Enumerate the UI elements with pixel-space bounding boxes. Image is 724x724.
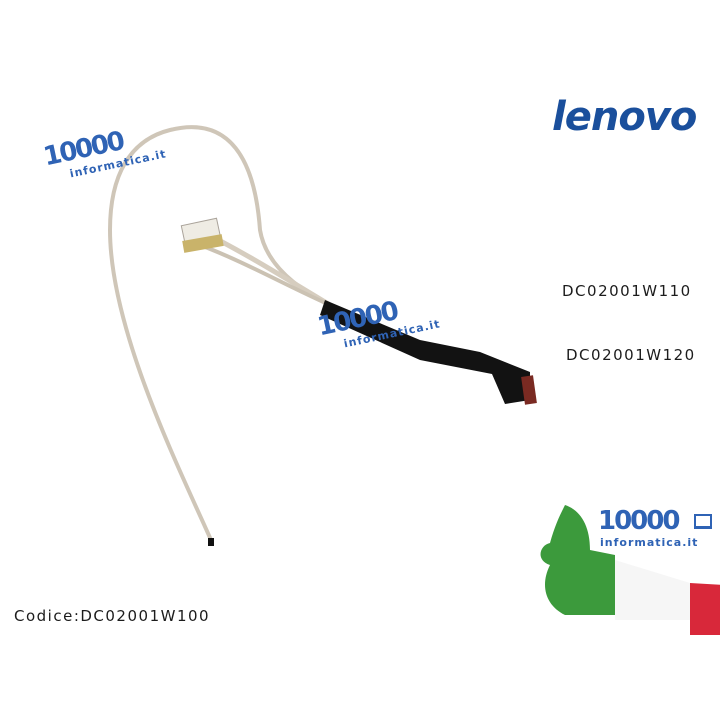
code-alt-2: DC02001W120 [566,346,696,364]
watermark-number: 10000 [598,506,680,536]
watermark-bottom-right: 10000 informatica.it [598,506,698,549]
code-primary: Codice:DC02001W100 [14,607,211,625]
watermark-domain: informatica.it [600,536,699,549]
laptop-icon [694,514,712,529]
italian-flag-thumbs-up [540,505,720,635]
lenovo-logo: lenovo [552,94,697,140]
code-alt-1: DC02001W110 [562,282,692,300]
